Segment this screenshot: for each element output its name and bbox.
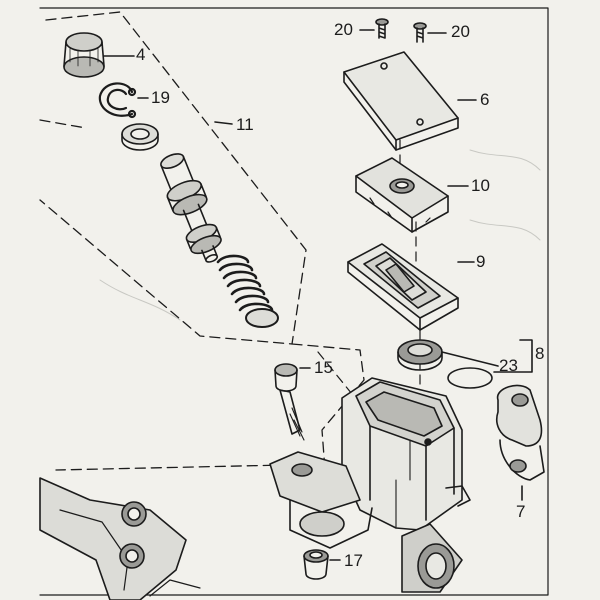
o-ring-part: [447, 367, 493, 389]
page-border: [39, 7, 549, 596]
cap-nut-part: [303, 549, 329, 580]
callout-10: 10: [471, 176, 490, 195]
diaphragm-plate-part: [355, 157, 449, 233]
callout-6: 6: [480, 90, 490, 109]
reservoir-cap-part: [343, 51, 459, 151]
callout-11: 11: [236, 115, 254, 134]
leader-8-23: [441, 339, 533, 373]
circlip-part: [98, 82, 137, 119]
master-cylinder-body: [269, 377, 471, 593]
callout-15: 15: [314, 358, 333, 377]
callout-4: 4: [136, 45, 146, 64]
callout-20-left: 20: [334, 20, 353, 39]
callout-23: 23: [499, 356, 518, 375]
background-texture: [99, 149, 541, 321]
callout-19: 19: [151, 88, 170, 107]
leader-11: [214, 121, 233, 125]
spring-part: [216, 254, 279, 328]
callout-9: 9: [476, 252, 486, 271]
piston-cup-part: [63, 32, 105, 78]
callout-7: 7: [516, 502, 526, 521]
brake-lever-part: [39, 477, 201, 600]
callout-20-right: 20: [451, 22, 470, 41]
bolt-part: [274, 363, 305, 441]
diaphragm-part: [347, 243, 459, 331]
holder-part: [496, 384, 545, 481]
float-part: [397, 339, 443, 371]
piston-part: [160, 153, 222, 263]
callout-17: 17: [344, 551, 363, 570]
callout-8: 8: [535, 344, 545, 363]
screw-part-right: [413, 22, 427, 43]
screw-part-left: [375, 18, 389, 39]
washer-part: [121, 123, 159, 151]
